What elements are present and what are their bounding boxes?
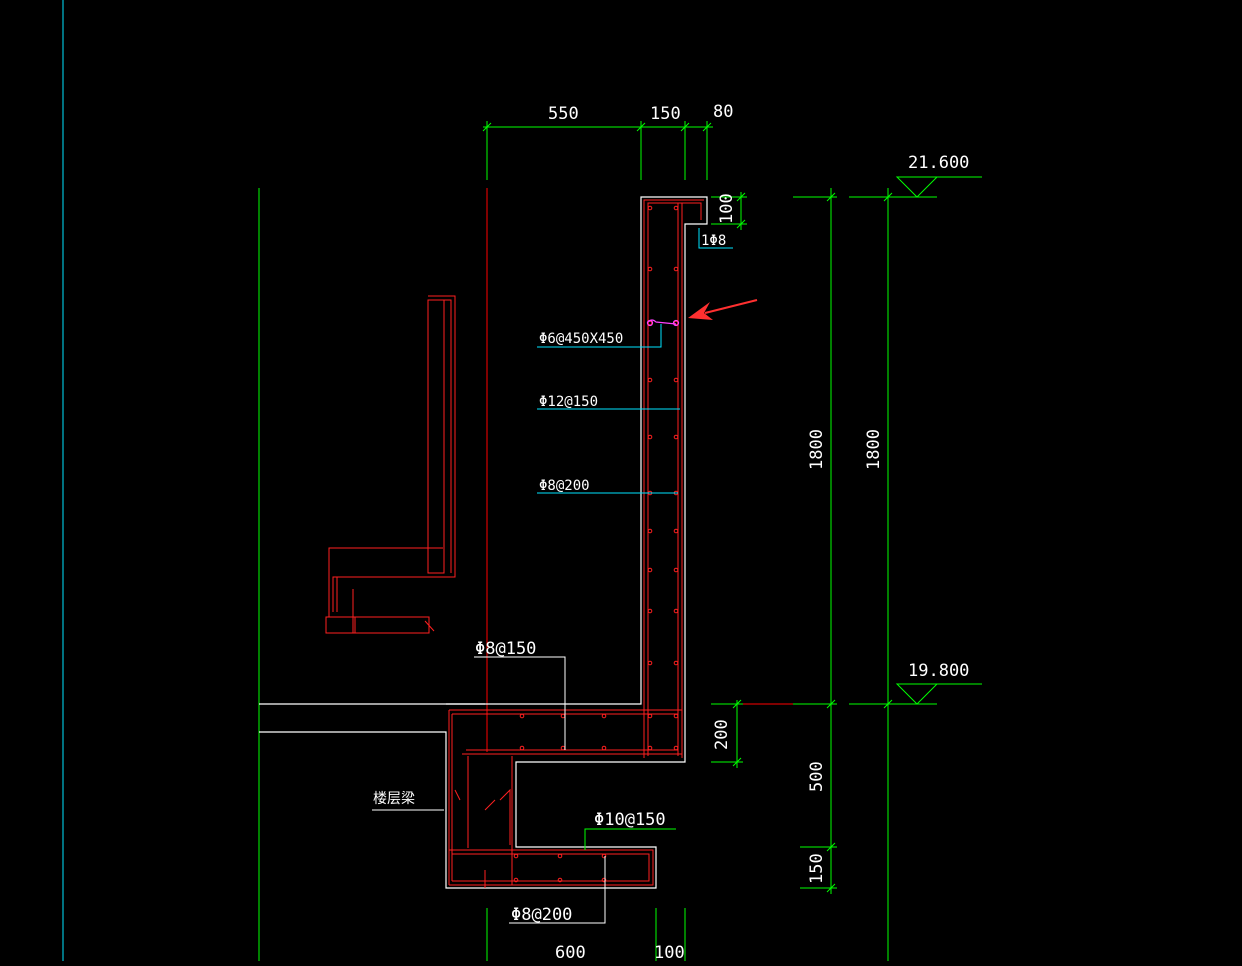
dim-200-slab: 200 — [712, 719, 732, 750]
tie-hook — [646, 319, 680, 327]
dimension-lines — [482, 121, 937, 961]
dim-150-top: 150 — [650, 104, 681, 124]
elevation-triangle-icon — [895, 176, 982, 705]
label-slab-top-bar: Φ8@150 — [475, 639, 536, 659]
elevation-top: 21.600 — [908, 153, 969, 173]
dim-150-bottom: 150 — [807, 853, 827, 884]
label-tie: Φ6@450X450 — [539, 331, 623, 347]
left-rebar-detail — [325, 295, 456, 634]
dim-1800-b: 1800 — [864, 429, 884, 470]
dim-550: 550 — [548, 104, 579, 124]
dim-100-lip: 100 — [717, 193, 737, 224]
label-horizontal-bar: Φ8@200 — [539, 478, 590, 494]
red-arrow-icon — [688, 299, 758, 320]
wall-rebar — [448, 199, 704, 888]
concrete-outline — [259, 196, 708, 889]
elevation-floor: 19.800 — [908, 661, 969, 681]
leader-lines — [537, 228, 733, 494]
rebar-dots — [513, 205, 679, 883]
label-vertical-bar: Φ12@150 — [539, 394, 598, 410]
label-ledge-top-bar: Φ10@150 — [594, 810, 666, 830]
white-leaders — [372, 656, 606, 924]
label-floor-beam: 楼层梁 — [373, 791, 415, 807]
dim-100-bottom: 100 — [654, 943, 685, 961]
dim-1800-a: 1800 — [807, 429, 827, 470]
green-leaders — [584, 828, 676, 850]
dim-600: 600 — [555, 943, 586, 961]
dim-500: 500 — [807, 761, 827, 792]
label-lip-bar: 1Φ8 — [701, 233, 726, 249]
dim-80: 80 — [713, 102, 733, 122]
label-ledge-bottom-bar: Φ8@200 — [511, 905, 572, 925]
